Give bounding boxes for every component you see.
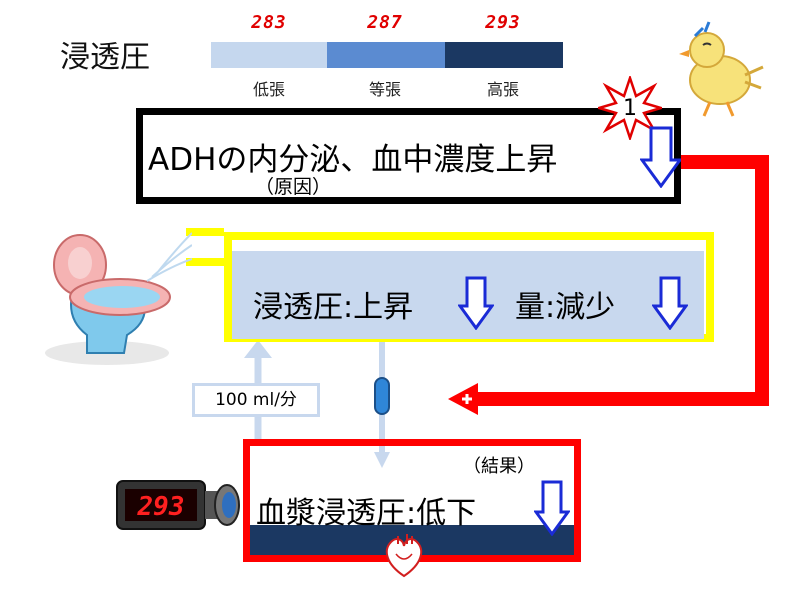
chick-illustration — [679, 21, 764, 117]
rate-label: 100 ml/分 — [192, 383, 320, 417]
down-arrow-icon — [652, 276, 688, 330]
scale-value-hypertonic: 293 — [485, 12, 521, 33]
osmometer-device: 293 — [116, 480, 240, 530]
scale-label-hypertonic: 高張 — [486, 80, 519, 99]
down-arrow-icon — [458, 276, 494, 330]
page-title: 浸透圧 — [60, 40, 150, 75]
scale-segment-hypotonic — [211, 42, 327, 68]
cause-label: （原因） — [255, 176, 332, 198]
capsule-icon — [374, 377, 390, 415]
result-label: （結果） — [463, 456, 535, 477]
urine-osmolality-text: 浸透圧:上昇 — [253, 290, 414, 325]
down-arrow-icon — [640, 126, 682, 188]
adh-text: ADHの内分泌、血中濃度上昇 — [148, 142, 558, 178]
urine-volume-text: 量:減少 — [515, 290, 616, 325]
plasma-osmolality-text: 血漿浸透圧:低下 — [256, 496, 477, 531]
heart-icon — [385, 534, 423, 578]
scale-label-hypotonic: 低張 — [252, 80, 285, 99]
badge-number: 1 — [623, 96, 637, 121]
meter-reading: 293 — [137, 492, 185, 522]
adh-box — [136, 108, 681, 204]
toilet-illustration — [45, 232, 192, 365]
scale-label-isotonic: 等張 — [368, 80, 401, 99]
scale-value-isotonic: 287 — [367, 12, 403, 33]
scale-segment-isotonic — [327, 42, 445, 68]
scale-segment-hypertonic — [445, 42, 563, 68]
down-arrow-icon — [534, 480, 570, 536]
starburst-badge: 1 — [598, 76, 662, 140]
scale-value-hypotonic: 283 — [251, 12, 287, 33]
